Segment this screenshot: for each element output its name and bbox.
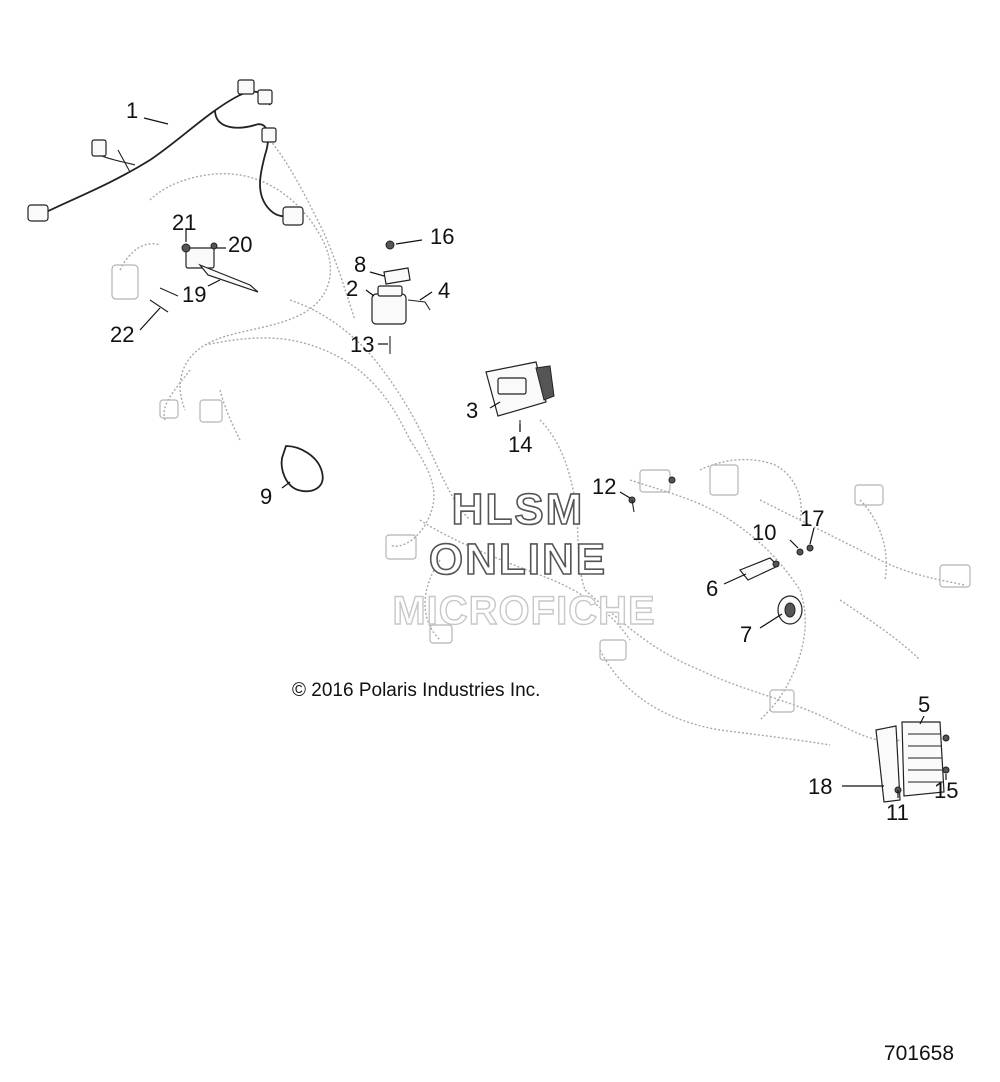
watermark: HLSM ONLINE MICROFICHE — [392, 484, 656, 634]
callout-21: 21 — [172, 210, 196, 235]
connector-icon — [261, 127, 277, 143]
callout-10: 10 — [752, 520, 776, 545]
bracket-6 — [739, 544, 814, 581]
callout-6: 6 — [706, 576, 718, 601]
main-harness-ghost — [111, 139, 971, 746]
watermark-line-3: MICROFICHE — [392, 589, 655, 633]
connector-icon — [282, 206, 304, 226]
grommet-7 — [777, 595, 803, 625]
sub-harness — [27, 79, 304, 226]
drawing-number: 701658 — [884, 1042, 954, 1065]
callout-13: 13 — [350, 332, 374, 357]
callout-5: 5 — [918, 692, 930, 717]
bolt-12 — [628, 476, 676, 513]
watermark-line-2: ONLINE — [429, 535, 607, 584]
callout-19: 19 — [182, 282, 206, 307]
gasket-icon — [280, 445, 324, 493]
callout-2: 2 — [346, 276, 358, 301]
callout-14: 14 — [508, 432, 532, 457]
callout-12: 12 — [592, 474, 616, 499]
callout-22: 22 — [110, 322, 134, 347]
connector-icon — [27, 204, 49, 222]
connector-icon — [257, 89, 273, 105]
callout-labels: 1 2 3 4 5 6 7 8 9 10 11 12 13 14 15 16 1… — [110, 98, 958, 825]
watermark-line-1: HLSM — [452, 485, 585, 534]
callout-18: 18 — [808, 774, 832, 799]
callout-1: 1 — [126, 98, 138, 123]
callout-8: 8 — [354, 252, 366, 277]
callout-3: 3 — [466, 398, 478, 423]
ecu-module — [485, 361, 555, 432]
callout-7: 7 — [740, 622, 752, 647]
copyright-text: © 2016 Polaris Industries Inc. — [292, 680, 540, 701]
connector-icon — [91, 139, 107, 157]
callout-16: 16 — [430, 224, 454, 249]
screws — [149, 287, 179, 313]
relay-bracket — [181, 242, 259, 293]
voltage-regulator — [875, 721, 950, 803]
connector-icon — [237, 79, 255, 95]
callout-17: 17 — [800, 506, 824, 531]
callout-11: 11 — [886, 800, 909, 825]
relay-module — [371, 240, 431, 354]
callout-4: 4 — [438, 278, 450, 303]
callout-20: 20 — [228, 232, 252, 257]
callout-9: 9 — [260, 484, 272, 509]
nut-icon — [385, 240, 395, 250]
callout-15: 15 — [934, 778, 958, 803]
leader-lines — [139, 117, 947, 798]
